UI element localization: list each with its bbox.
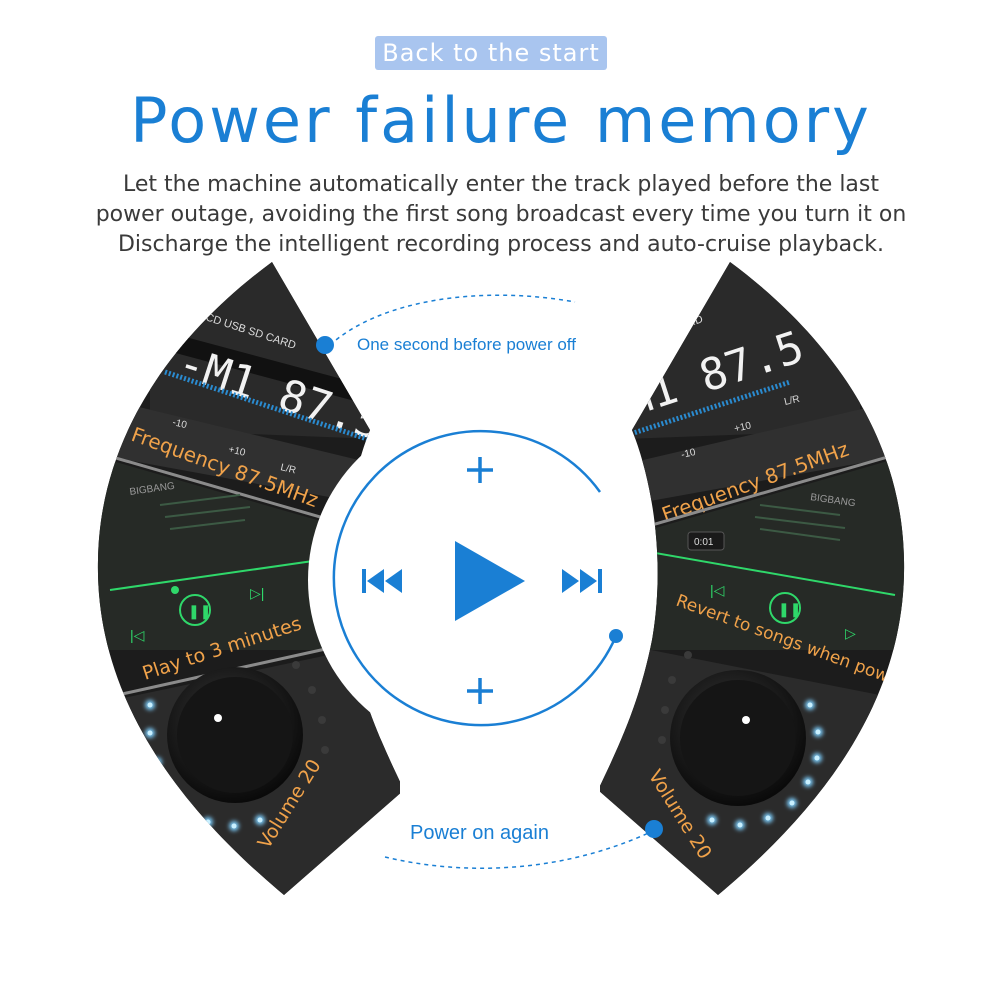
play-icon[interactable] [455,541,525,621]
previous-icon[interactable] [362,569,402,593]
svg-text:▷|: ▷| [250,585,264,601]
right-btn-lr: L/R [783,394,801,408]
left-btn-minus10: -10 [171,417,188,431]
callout-dot-top [316,336,334,354]
svg-text:❚❚: ❚❚ [778,601,801,618]
description: Let the machine automatically enter the … [30,170,972,260]
right-btn-plus10: +10 [733,420,752,435]
next-icon[interactable] [562,569,602,593]
plus-top-icon[interactable] [467,457,493,483]
description-line-1: Let the machine automatically enter the … [122,172,880,197]
page-title: Power failure memory [130,84,872,157]
svg-text:▷: ▷ [845,625,856,641]
plus-bottom-icon[interactable] [467,678,493,704]
callout-line-bottom [384,829,656,869]
progress-ring [332,429,618,727]
svg-text:❚❚: ❚❚ [188,603,211,620]
center-player [308,408,652,752]
back-to-start-button[interactable]: Back to the start [375,36,607,70]
svg-text:|◁: |◁ [130,627,145,643]
description-line-3: Discharge the intelligent recording proc… [117,232,884,257]
left-btn-lr: L/R [279,462,297,476]
callout-before-label: One second before power off [357,335,576,354]
svg-text:|◁: |◁ [710,582,725,598]
callout-line-top [329,294,576,346]
callout-dot-bottom [645,820,663,838]
right-btn-minus10: -10 [680,447,697,461]
left-btn-plus10: +10 [227,444,246,459]
right-time-label: 0:01 [694,537,714,548]
description-line-2: power outage, avoiding the first song br… [95,202,907,227]
callout-after-label: Power on again [410,822,549,844]
